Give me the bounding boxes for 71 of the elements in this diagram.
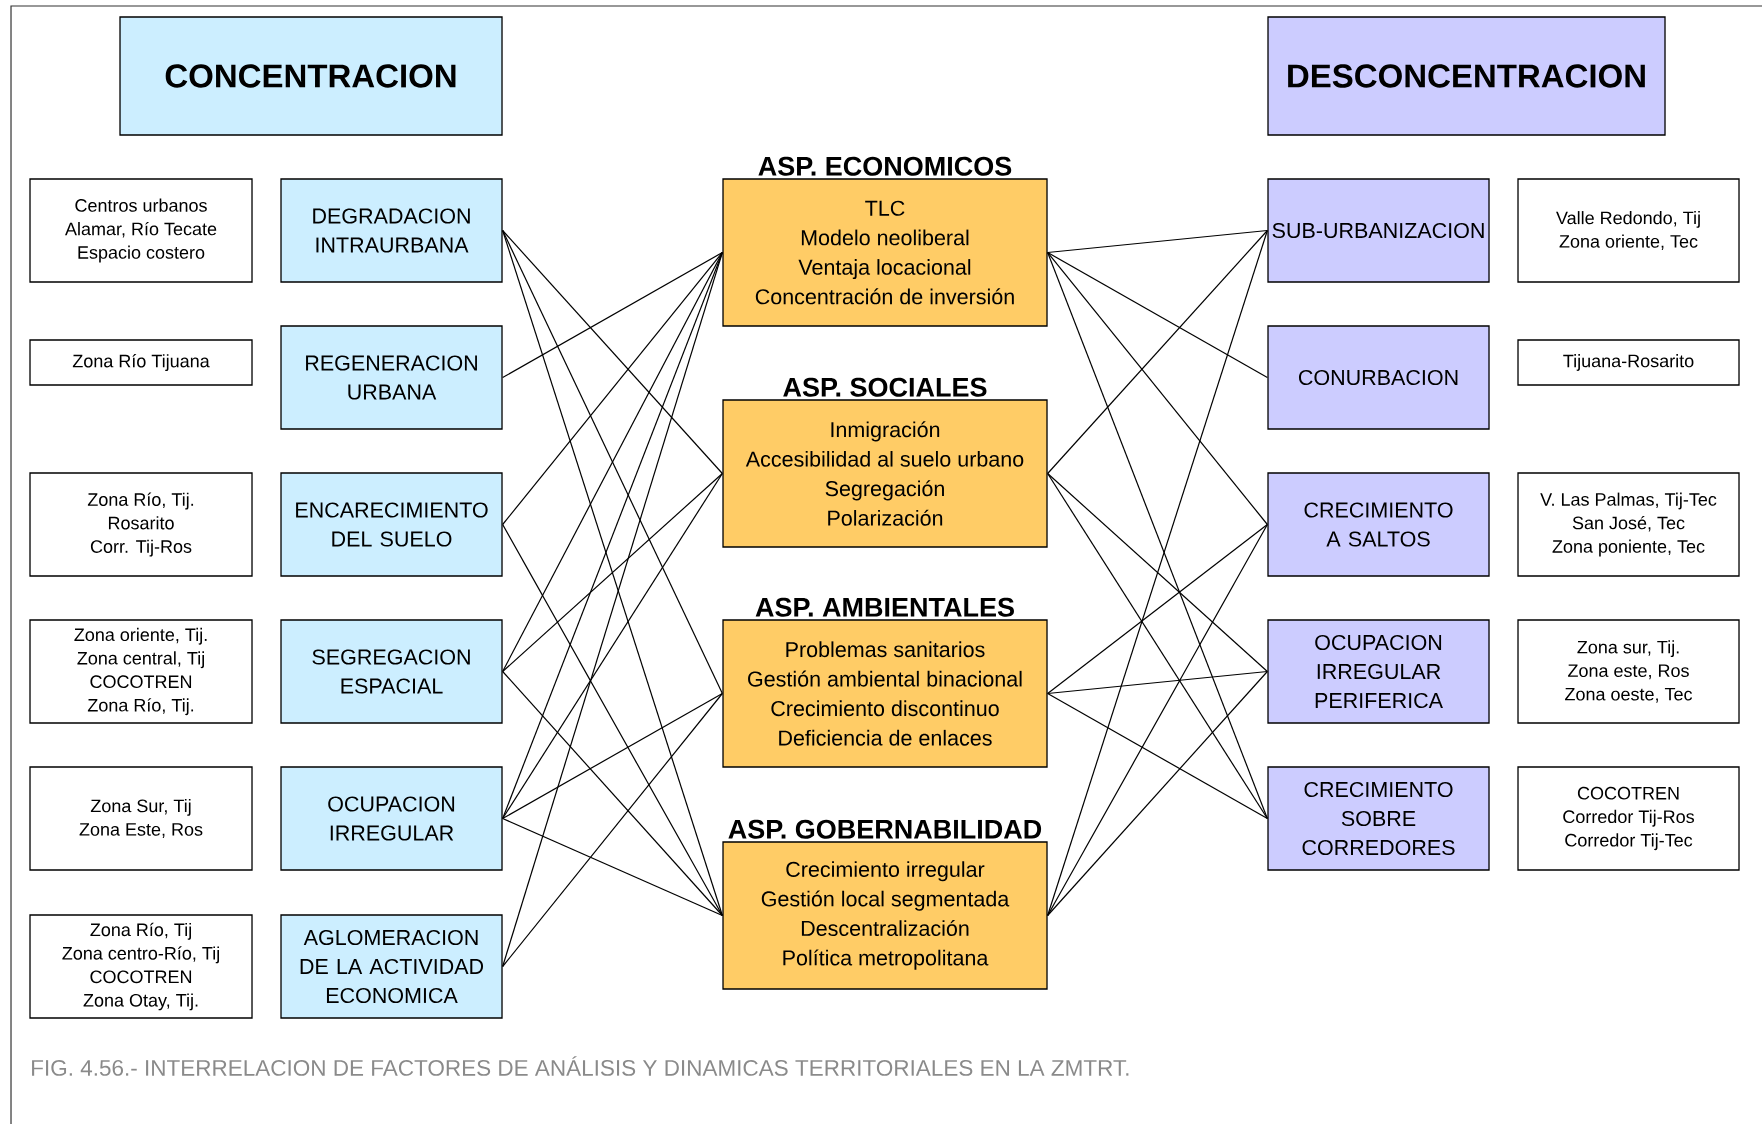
connector-line bbox=[502, 251, 723, 526]
node-label: Crecimiento discontinuo bbox=[771, 700, 999, 717]
location-box: Zona Río, Tij. Rosarito Corr. Tij-Ros bbox=[29, 472, 253, 577]
dynamic-box: REGENERACION URBANA bbox=[280, 325, 503, 430]
node-label: Modelo neoliberal bbox=[801, 229, 969, 246]
node-label: Gestión local segmentada bbox=[761, 890, 1010, 911]
connector-line bbox=[502, 692, 723, 820]
connector-line bbox=[1047, 251, 1268, 526]
factor-box: Inmigración Accesibilidad al suelo urbano Segregación Polarización bbox=[722, 399, 1048, 548]
heading: ASP. AMBIENTALES bbox=[755, 597, 1014, 617]
connector-line bbox=[1047, 670, 1268, 917]
node-label: Crecimiento irregular bbox=[786, 861, 985, 882]
caption: FIG. 4.56.- INTERRELACION DE FACTORES DE ANÁLISIS Y DINAMICAS TERRITORIALES EN LA ZMTRT. bbox=[32, 1056, 1129, 1076]
location-box: Centros urbanos Alamar, Río Tecate Espacio costero bbox=[29, 178, 253, 283]
connector-line bbox=[1047, 523, 1268, 917]
connector-line bbox=[1047, 229, 1268, 475]
connector-line bbox=[1047, 472, 1268, 820]
dynamic-box: ENCARECIMIENTO DEL SUELO bbox=[280, 472, 503, 577]
location-box: Zona Río, Tij Zona centro-Río, Tij COCOTREN Zona Otay, Tij. bbox=[29, 914, 253, 1019]
connector-line bbox=[1047, 229, 1268, 254]
dynamic-box: CONURBACION bbox=[1267, 325, 1490, 430]
node-label: Descentralización bbox=[801, 919, 969, 937]
connector-line bbox=[502, 472, 723, 820]
dynamic-box: DEGRADACION INTRAURBANA bbox=[280, 178, 503, 283]
connector-line bbox=[1047, 670, 1268, 695]
connector-line bbox=[1047, 472, 1268, 673]
node-label: Accesibilidad al suelo urbano bbox=[745, 450, 1024, 467]
node-label: Deficiencia de enlaces bbox=[779, 729, 992, 746]
dynamic-box: CRECIMIENTO A SALTOS bbox=[1267, 472, 1490, 577]
heading: ASP. SOCIALES bbox=[783, 377, 987, 397]
location-box: Zona Sur, Tij Zona Este, Ros bbox=[29, 766, 253, 871]
dynamic-box: OCUPACION IRREGULAR PERIFERICA bbox=[1267, 619, 1490, 724]
location-box: COCOTREN Corredor Tij-Ros Corredor Tij-Tec bbox=[1517, 766, 1740, 871]
title-box: DESCONCENTRACION bbox=[1267, 16, 1666, 136]
dynamic-box: SUB-URBANIZACION bbox=[1267, 178, 1490, 283]
connector-line bbox=[1047, 251, 1268, 379]
connector-line bbox=[502, 229, 723, 475]
connector-line bbox=[1047, 523, 1268, 695]
dynamic-box: CRECIMIENTO SOBRE CORREDORES bbox=[1267, 766, 1490, 871]
node-label: TLC bbox=[865, 200, 905, 216]
connector-line bbox=[502, 817, 723, 917]
connector-line bbox=[502, 251, 723, 379]
location-box: Zona Río Tijuana bbox=[29, 339, 253, 386]
title-box: CONCENTRACION bbox=[119, 16, 503, 136]
heading: ASP. ECONOMICOS bbox=[758, 156, 1012, 176]
node-label: Segregación bbox=[825, 480, 944, 501]
node-label: Política metropolitana bbox=[783, 949, 989, 970]
factor-box: Problemas sanitarios Gestión ambiental binacional Crecimiento discontinuo Deficiencia de enlaces bbox=[722, 619, 1048, 768]
dynamic-box: AGLOMERACION DE LA ACTIVIDAD ECONOMICA bbox=[280, 914, 503, 1019]
location-box: Valle Redondo, Tij Zona oriente, Tec bbox=[1517, 178, 1740, 283]
dynamic-box: OCUPACION IRREGULAR bbox=[280, 766, 503, 871]
factor-box: TLC Modelo neoliberal Ventaja locacional Concentración de inversión bbox=[722, 178, 1048, 327]
location-box: Zona oriente, Tij. Zona central, Tij COCOTREN Zona Río, Tij. bbox=[29, 619, 253, 724]
node-label: Inmigración bbox=[831, 421, 940, 442]
dynamic-box: SEGREGACION ESPACIAL bbox=[280, 619, 503, 724]
node-label: Gestión ambiental binacional bbox=[748, 670, 1022, 687]
node-label: Polarización bbox=[828, 509, 943, 526]
connector-line bbox=[502, 472, 723, 673]
connector-line bbox=[502, 523, 723, 917]
node-label: Concentración de inversión bbox=[755, 288, 1014, 305]
location-box: V. Las Palmas, Tij-Tec San José, Tec Zona poniente, Tec bbox=[1517, 472, 1740, 577]
connector-line bbox=[502, 670, 723, 917]
node-label: Ventaja locacional bbox=[798, 259, 971, 280]
location-box: Tijuana-Rosarito bbox=[1517, 339, 1740, 386]
heading: ASP. GOBERNABILIDAD bbox=[728, 819, 1042, 839]
factor-box: Crecimiento irregular Gestión local segmentada Descentralización Política metropolitana bbox=[722, 841, 1048, 990]
connector-line bbox=[1047, 692, 1268, 820]
connector-line bbox=[1047, 251, 1268, 820]
location-box: Zona sur, Tij. Zona este, Ros Zona oeste, Tec bbox=[1517, 619, 1740, 724]
connector-line bbox=[502, 692, 723, 968]
node-label: Problemas sanitarios bbox=[786, 641, 985, 658]
